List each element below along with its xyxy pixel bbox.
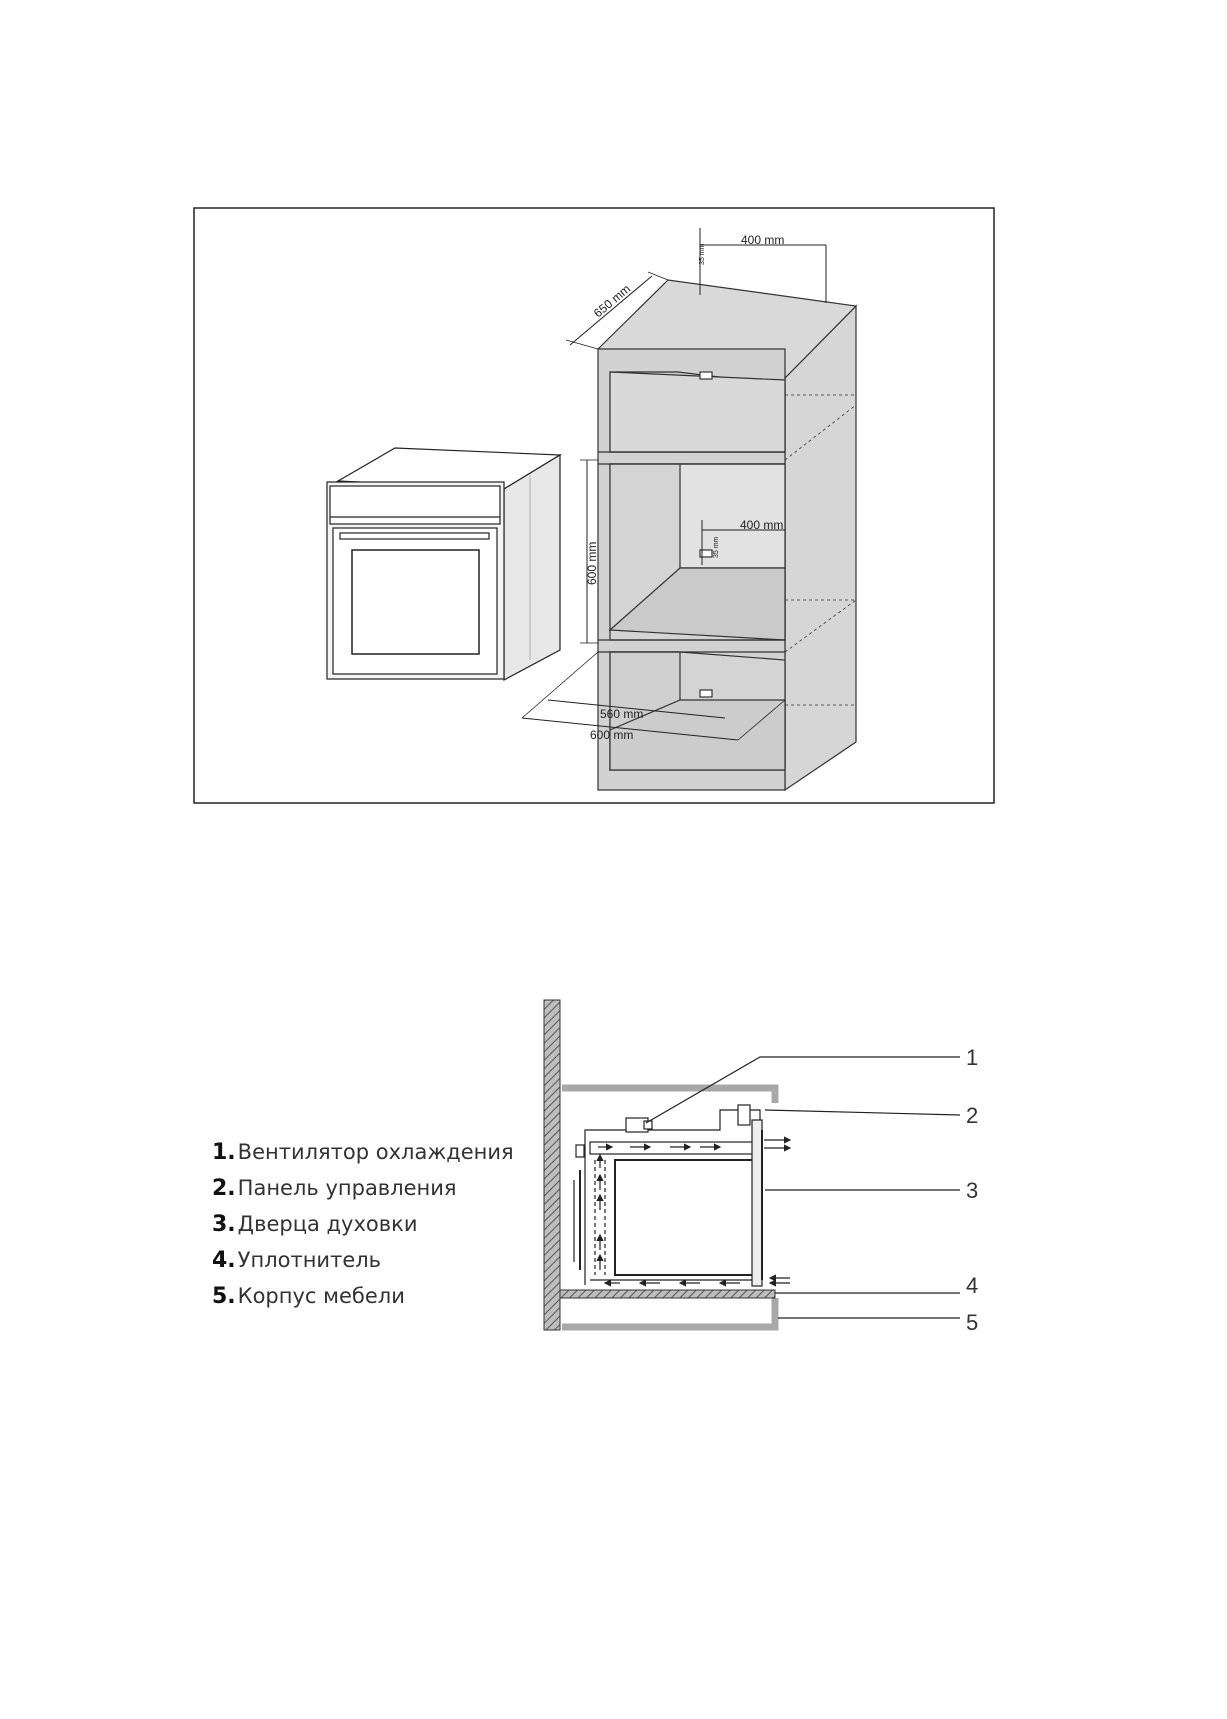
dim-inner-width: 560 mm: [600, 707, 643, 721]
built-in-oven: [327, 448, 560, 680]
legend-item-oven-door: 3. Дверца духовки: [212, 1212, 542, 1248]
legend-item-control-panel: 2. Панель управления: [212, 1176, 542, 1212]
legend-item-cooling-fan: 1. Вентилятор охлаждения: [212, 1140, 542, 1176]
legend-number: 5.: [212, 1284, 236, 1309]
dim-middle-width: 400 mm: [740, 518, 783, 532]
callout-5: 5: [966, 1310, 978, 1335]
wall-section: [544, 1000, 560, 1330]
callout-3: 3: [966, 1178, 978, 1203]
legend-item-furniture-housing: 5. Корпус мебели: [212, 1284, 542, 1320]
legend-item-seal: 4. Уплотнитель: [212, 1248, 542, 1284]
oven-section: [574, 1105, 762, 1286]
dim-height: 600 mm: [585, 542, 599, 585]
legend-label: Дверца духовки: [238, 1212, 418, 1236]
cooling-airflow-diagram: 1 2 3 4 5: [544, 1000, 978, 1335]
legend-number: 3.: [212, 1212, 236, 1237]
legend-number: 4.: [212, 1248, 236, 1273]
legend-label: Уплотнитель: [238, 1248, 381, 1272]
legend-label: Вентилятор охлаждения: [238, 1140, 514, 1164]
legend-number: 2.: [212, 1176, 236, 1201]
callout-1: 1: [966, 1045, 978, 1070]
dim-outer-width: 600 mm: [590, 728, 633, 742]
drawing-frame: [194, 208, 994, 803]
dim-top-gap: 35 mm: [699, 243, 706, 265]
seal-shelf: [560, 1290, 775, 1298]
legend-number: 1.: [212, 1140, 236, 1165]
dim-middle-gap: 35 mm: [713, 536, 720, 558]
legend-label: Корпус мебели: [238, 1284, 405, 1308]
callout-4: 4: [966, 1273, 978, 1298]
dim-top-width: 400 mm: [741, 233, 784, 247]
legend-label: Панель управления: [238, 1176, 457, 1200]
callout-2: 2: [966, 1103, 978, 1128]
cabinet-dimension-drawing: 400 mm 35 mm 650 mm 600 mm 400 mm 35 mm …: [194, 208, 994, 803]
parts-legend: 1. Вентилятор охлаждения 2. Панель управ…: [212, 1140, 542, 1320]
